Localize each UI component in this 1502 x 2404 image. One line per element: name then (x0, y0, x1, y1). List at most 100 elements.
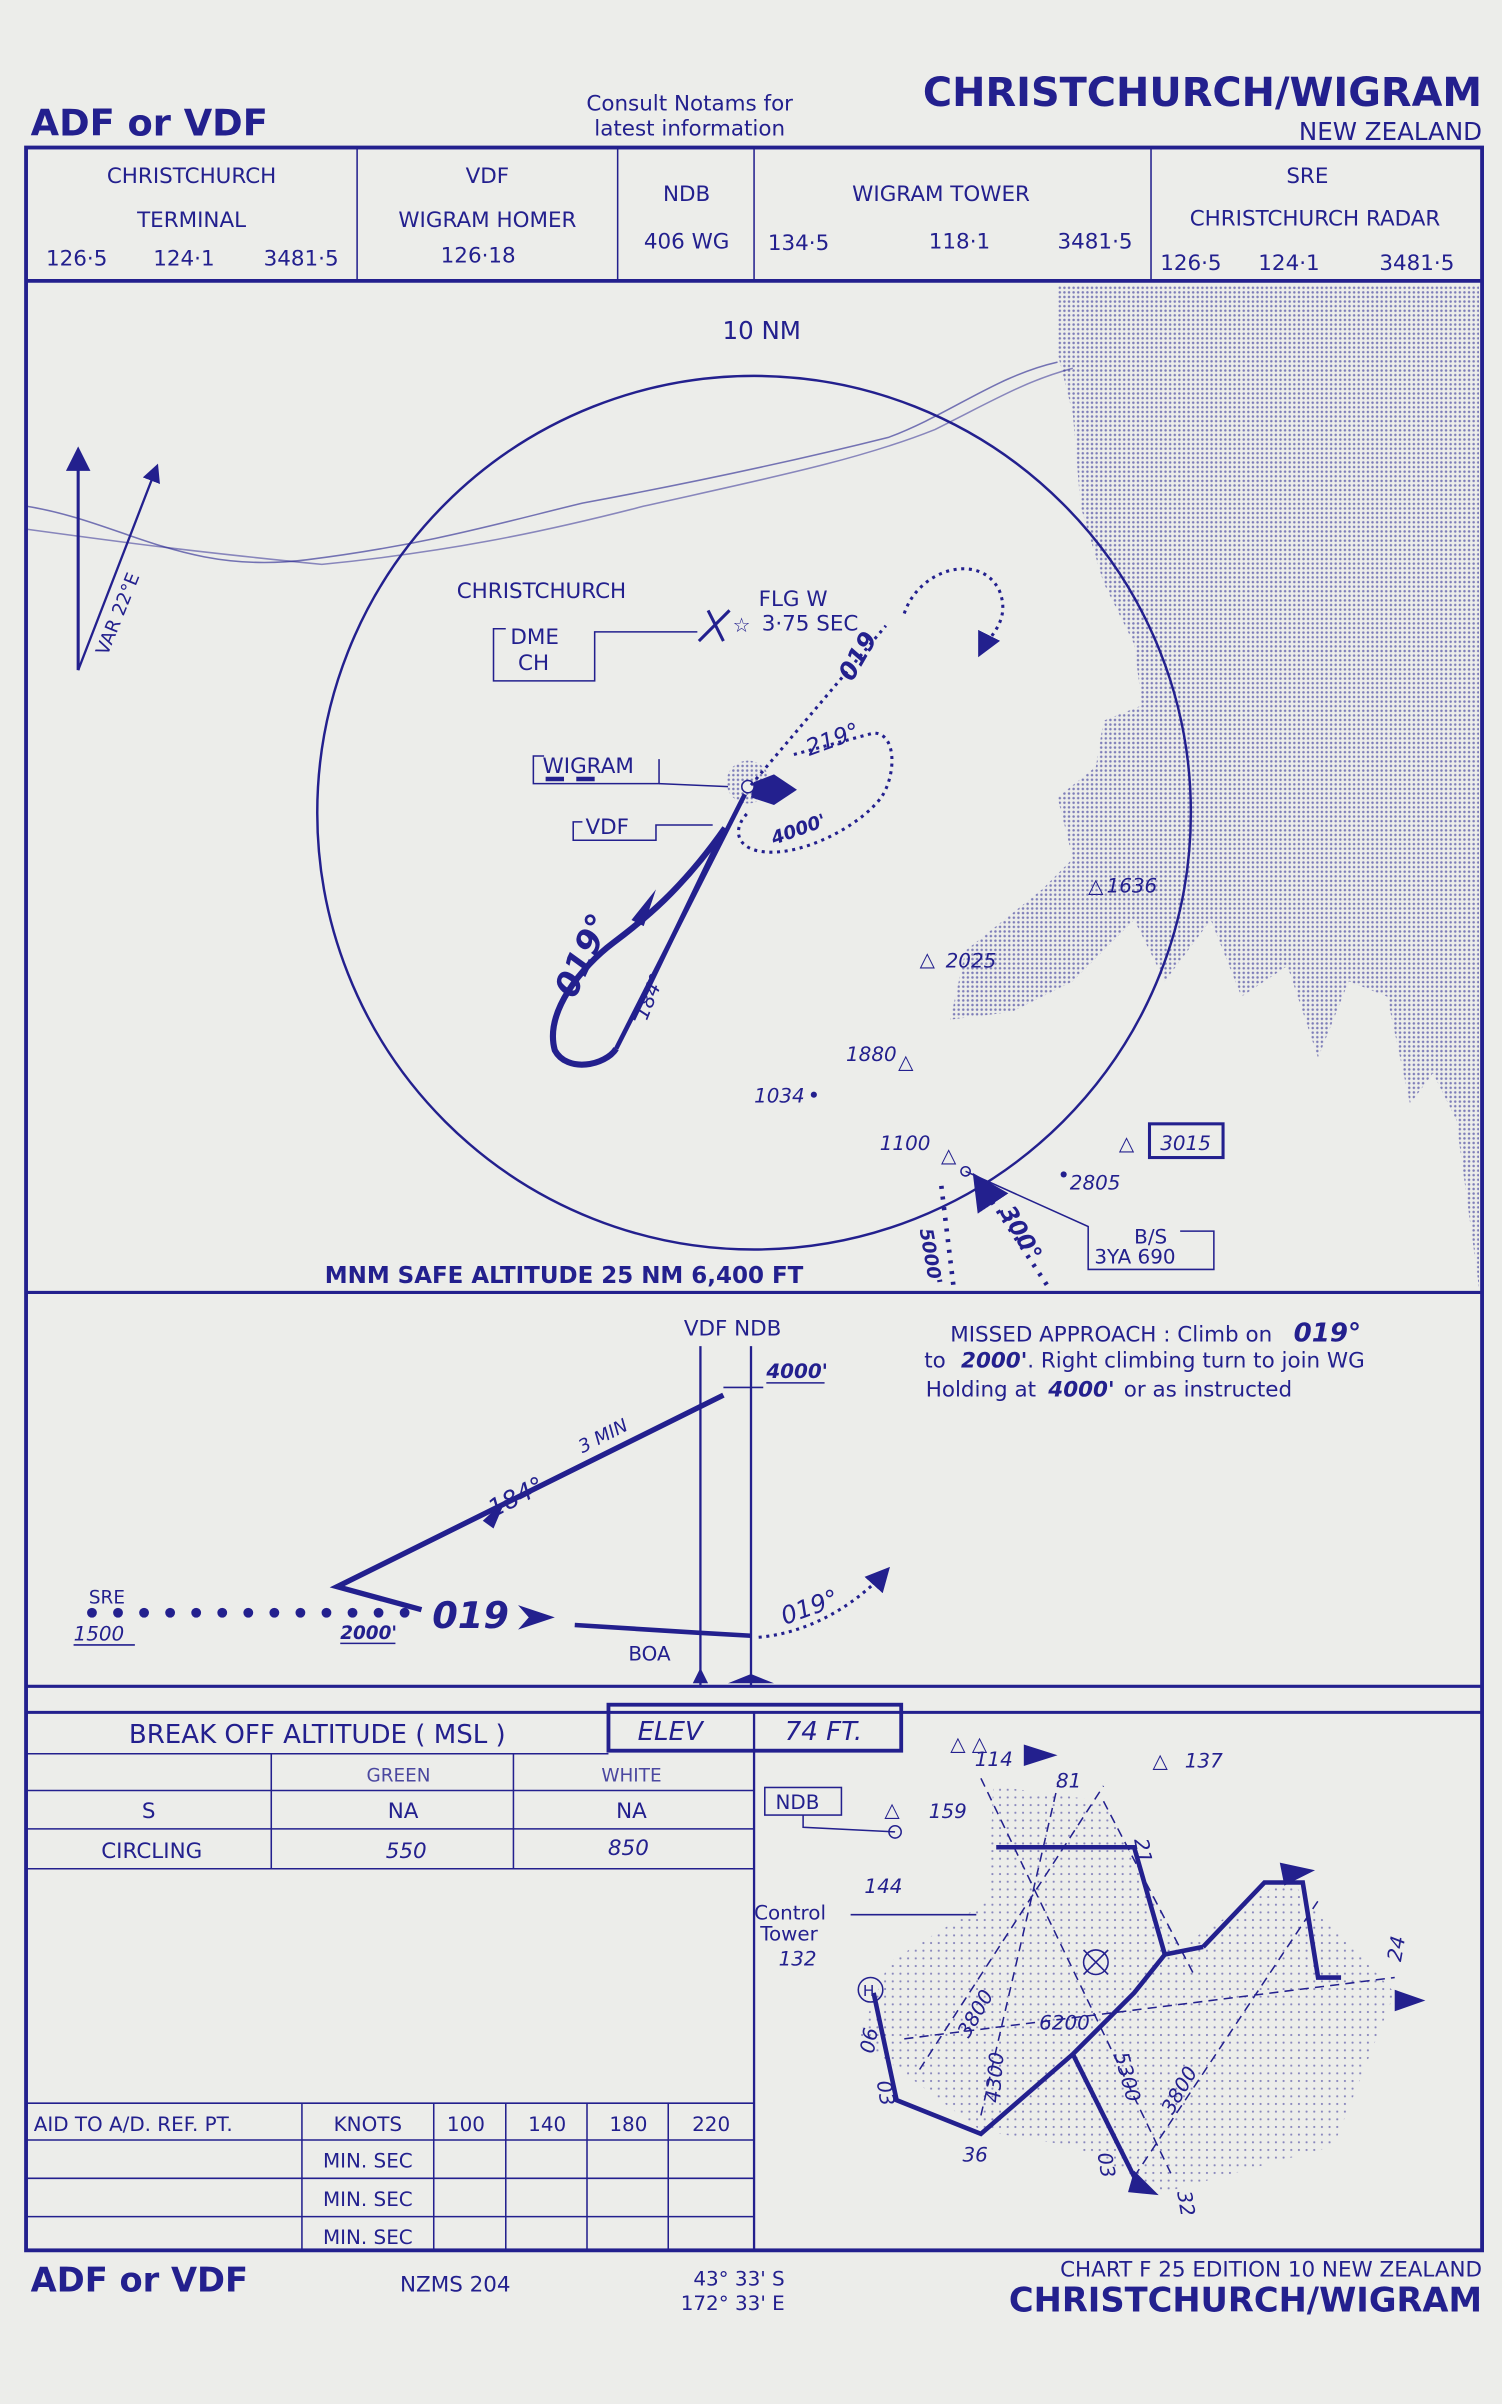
runway-length: 6200 (1039, 2012, 1090, 2035)
cell-value: NA (388, 1799, 419, 1824)
vdf-label: VDF (585, 815, 629, 840)
speed: 220 (692, 2113, 730, 2136)
freq-value: 406 WG (644, 230, 730, 255)
flg-label: FLG W (759, 587, 828, 612)
min-sec-label: MIN. SEC (323, 2188, 413, 2211)
outbound-label: 019° (547, 908, 619, 1004)
cell-value: NA (616, 1799, 647, 1824)
dme-label: DME (510, 625, 559, 650)
col-white: WHITE (601, 1765, 661, 1786)
freq-vdf-name: VDF (466, 164, 510, 189)
elevation-box (606, 1702, 904, 1753)
svg-text:△: △ (1088, 874, 1104, 897)
runway-length: 4300 (981, 2051, 1008, 2103)
runway-label: 24 (1383, 1934, 1410, 1963)
dme-id: CH (518, 651, 549, 676)
svg-text:△: △ (1153, 1750, 1169, 1773)
profile-view: VDF NDB 4000' 3 MIN 184° SRE 1500 2000' … (26, 1316, 1483, 1688)
col-green: GREEN (366, 1765, 430, 1786)
chart-info: CHART F 25 EDITION 10 NEW ZEALAND (1060, 2257, 1482, 2282)
footer: ADF or VDF NZMS 204 43° 33' S 172° 33' E… (31, 2257, 1482, 2319)
runway-label: 03 (872, 2079, 899, 2108)
freq-vdf-sub: WIGRAM HOMER (398, 208, 576, 233)
runway-label: 21 (1129, 1836, 1156, 1865)
heliport-label: H (863, 1982, 875, 2000)
missed-text: to (924, 1349, 946, 1374)
star-icon: ☆ (733, 614, 751, 637)
svg-text:△: △ (898, 1051, 914, 1074)
profile-missed-label: 019° (777, 1583, 842, 1630)
wigram-label-box: WIGRAM (532, 754, 729, 788)
freq-value: 118·1 (929, 230, 990, 255)
freq-value: 124·1 (153, 247, 214, 272)
elev-label: ELEV (638, 1717, 705, 1747)
obstacle-height: 144 (864, 1875, 902, 1898)
freq-value: 3481·5 (264, 247, 339, 272)
elev-value: 74 FT. (785, 1717, 863, 1747)
freq-terminal-name: CHRISTCHURCH (107, 164, 276, 189)
obstacle-height: 137 (1185, 1750, 1223, 1773)
holding-inbound-label: 219° (802, 718, 863, 761)
svg-text:△: △ (920, 948, 936, 971)
aerodrome-diagram: NDB Control Tower 132 H 159 114 81 137 1… (754, 1733, 1426, 2218)
svg-text:△: △ (1119, 1132, 1135, 1155)
runway-label: 32 (1172, 2189, 1199, 2218)
break-off-title: BREAK OFF ALTITUDE ( MSL ) (129, 1720, 506, 1750)
svg-text:△ △: △ △ (950, 1733, 988, 1756)
latitude: 43° 33' S (693, 2268, 784, 2291)
obstacle-height: 81 (1056, 1769, 1081, 1792)
missed-text: MISSED APPROACH : Climb on (950, 1322, 1272, 1347)
fix-labels: VDF NDB (684, 1316, 782, 1341)
aid-table: AID TO A/D. REF. PT. KNOTS 100 140 180 2… (26, 2102, 755, 2251)
procedure-title: ADF or VDF (31, 101, 268, 144)
spot-heights: △1636 △2025 △1880 1034 △1100 2805 △ 3015 (754, 874, 1225, 1195)
plan-view: 10 NM VAR 22°E CHRISTCHURCH ☆ FLG W 3·75… (25, 285, 1480, 1289)
tower-label: Tower (759, 1923, 818, 1946)
range-ring-10nm (316, 374, 1193, 1251)
bs-label: B/S (1134, 1225, 1167, 1248)
runway-label: 36 (963, 2143, 988, 2166)
radar-alt-label: 5000' (915, 1227, 946, 1287)
leg-time: 3 MIN (575, 1415, 632, 1458)
aid-label: AID TO A/D. REF. PT. (34, 2113, 233, 2136)
freq-value: 126·5 (1160, 251, 1221, 276)
speed: 180 (609, 2113, 647, 2136)
freq-value: 126·5 (46, 247, 107, 272)
freq-terminal-sub: TERMINAL (136, 208, 246, 233)
knots-label: KNOTS (334, 2113, 402, 2136)
spot-height: 1880 (846, 1043, 897, 1066)
missed-text: or as instructed (1124, 1378, 1292, 1403)
airfield-area (858, 1785, 1395, 2193)
break-off-table: BREAK OFF ALTITUDE ( MSL ) ELEV 74 FT. G… (26, 1702, 904, 2251)
dme-box: DME CH (492, 625, 698, 682)
missed-text: . Right climbing turn to join WG (1027, 1349, 1364, 1374)
freq-tower-name: WIGRAM TOWER (852, 182, 1030, 207)
spot-height: 1636 (1107, 874, 1158, 897)
longitude: 172° 33' E (681, 2292, 785, 2315)
bs-station: 3YA 690 (1094, 1245, 1175, 1268)
radar-track-label: 300° (994, 1201, 1046, 1265)
svg-text:△: △ (941, 1144, 957, 1167)
sre-dotted-track (87, 1607, 410, 1618)
broadcast-station: B/S 3YA 690 (960, 1165, 1215, 1271)
notam-note-2: latest information (594, 116, 785, 141)
wigram-label: WIGRAM (543, 754, 634, 779)
range-label: 10 NM (722, 316, 800, 345)
flg-beacon: ☆ FLG W 3·75 SEC (697, 587, 859, 643)
freq-value: 124·1 (1258, 251, 1319, 276)
cell-value: 550 (386, 1839, 427, 1864)
vdf-label-box: VDF (572, 815, 713, 842)
christchurch-label: CHRISTCHURCH (457, 579, 626, 604)
ndb-label: NDB (776, 1791, 820, 1814)
sre-label: SRE (89, 1588, 125, 1609)
spot-height: 1034 (754, 1084, 805, 1107)
missed-text: 2000' (961, 1349, 1027, 1374)
missed-text: 4000' (1047, 1378, 1114, 1403)
frequency-table: CHRISTCHURCH TERMINAL 126·5 124·1 3481·5… (26, 147, 1483, 283)
flg-timing: 3·75 SEC (762, 611, 859, 636)
svg-text:△: △ (884, 1799, 900, 1822)
procedure-turn: 019° 184° (547, 793, 747, 1068)
